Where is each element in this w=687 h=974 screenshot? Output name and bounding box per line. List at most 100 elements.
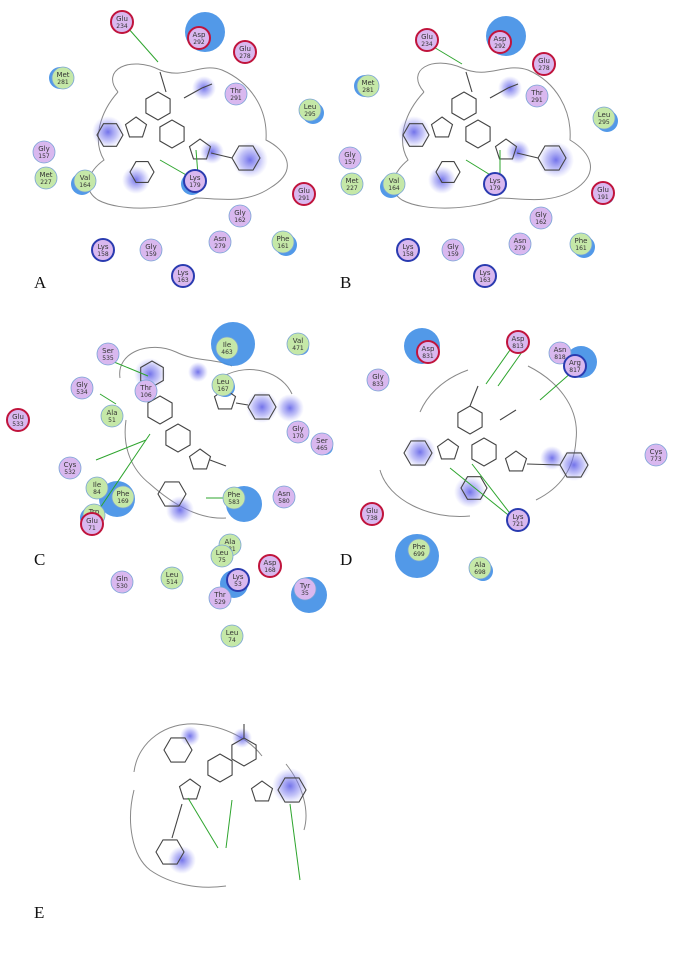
ligand-ring [403, 440, 433, 466]
residue-number: 74 [228, 637, 236, 644]
ligand-ring [457, 405, 483, 435]
residue-circle [473, 264, 497, 288]
residue-circle [396, 238, 420, 262]
residue-number: 295 [304, 111, 316, 118]
residue-circle [160, 566, 184, 590]
residue-name: Phe [575, 237, 588, 245]
residue-circle [6, 408, 30, 432]
residue-name: Asn [554, 346, 567, 354]
residue-name: Thr [530, 89, 543, 97]
residue-number: 813 [512, 343, 524, 350]
ligand-bond [235, 402, 249, 406]
residue-name: Asn [514, 237, 527, 245]
residue-number: 535 [102, 355, 114, 362]
residue-circle [58, 456, 82, 480]
residue-circle [293, 577, 317, 601]
ligand-ring [124, 116, 148, 138]
residue-circle [32, 140, 56, 164]
residue-name: Glu [597, 186, 609, 194]
residue-circle [366, 368, 390, 392]
residue-number: 168 [264, 567, 276, 574]
residue-circle [407, 538, 431, 562]
interaction-lines [95, 27, 573, 881]
residue-number: 179 [489, 185, 501, 192]
residue-name: Val [80, 174, 91, 182]
residue-name: Lys [489, 177, 500, 185]
residue-number: 51 [108, 417, 116, 424]
ligand-glow [92, 116, 124, 148]
ligand-ring [163, 737, 193, 763]
residue-number: 157 [38, 153, 50, 160]
residue-name: Gly [38, 145, 50, 153]
ligand-glow [540, 446, 564, 470]
residue-name: Gly [535, 211, 547, 219]
ligand-ring [188, 138, 212, 160]
ligand-bond [209, 459, 227, 467]
ligand-ring [277, 777, 307, 803]
ligand-bond [507, 83, 519, 89]
residue-number: 818 [554, 354, 566, 361]
interaction-line [289, 803, 301, 881]
residue-name: Glu [538, 57, 550, 65]
ligand-glow [246, 391, 278, 423]
ligand-ring [247, 394, 277, 420]
residue-number: 532 [64, 469, 76, 476]
residue-name: Gly [344, 151, 356, 159]
residue-circle [73, 169, 97, 193]
residue-name: Gly [76, 381, 88, 389]
residue-name: Thr [139, 384, 152, 392]
residue-name: Cys [650, 448, 663, 456]
residue-circle [222, 486, 246, 510]
residue-number: 234 [116, 23, 128, 30]
residue-name: Leu [166, 571, 179, 579]
residue-discs: Glu234Asp292Glu278Met281Thr291Leu295Gly1… [6, 10, 668, 648]
ligand-glow [276, 394, 304, 422]
interaction-line [99, 393, 117, 405]
pocket-outline [130, 723, 307, 888]
residue-circle [70, 376, 94, 400]
residue-circle [548, 341, 572, 365]
ligand-glow [506, 140, 530, 164]
ligand-glow [398, 116, 430, 148]
residue-circle [210, 544, 234, 568]
residue-number: 35 [301, 590, 309, 597]
residue-number: 167 [217, 386, 229, 393]
residue-number: 833 [372, 381, 384, 388]
residue-name: Ile [93, 481, 101, 489]
residue-circle [139, 238, 163, 262]
ligand-glow [232, 142, 268, 178]
ligand-glow [166, 496, 194, 524]
residue-number: 281 [57, 79, 69, 86]
residue-name: Met [345, 177, 358, 185]
residue-name: Ile [223, 341, 231, 349]
residue-number: 583 [228, 499, 240, 506]
residue-number: 164 [79, 182, 91, 189]
residue-number: 106 [140, 392, 152, 399]
ligand-ring [178, 778, 202, 800]
ligand-bond [516, 152, 539, 159]
panel-label: B [340, 273, 351, 292]
residue-circle [91, 238, 115, 262]
residue-number: 698 [474, 569, 486, 576]
